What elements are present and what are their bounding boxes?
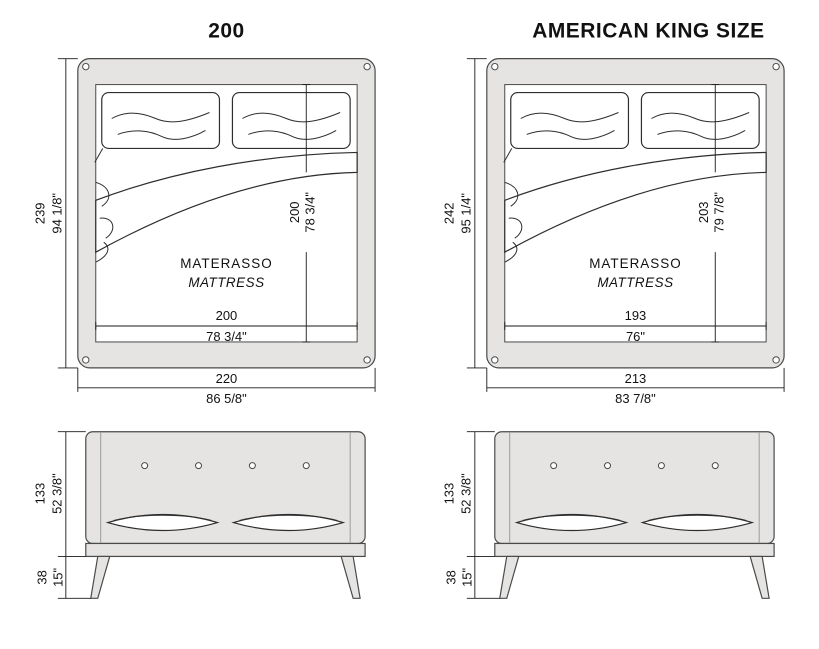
corner-fittings: [491, 62, 780, 364]
mattress-label-en: MATTRESS: [188, 275, 264, 290]
dimension-leg-height: 38 15": [34, 567, 65, 586]
dim-outer-height-in: 95 1/4": [458, 193, 473, 234]
dimension-mattress-length: 203 79 7/8": [696, 84, 727, 343]
dimension-mattress-length: 200 78 3/4": [287, 84, 318, 343]
headboard-side-seams: [509, 432, 760, 543]
mattress-label-it: MATERASSO: [589, 256, 681, 271]
pillow-right: [640, 91, 760, 150]
dim-mattress-width-in: 78 3/4": [206, 329, 247, 344]
base-rail: [494, 542, 775, 558]
dim-outer-width-in: 86 5/8": [206, 391, 247, 406]
pillow-left: [101, 91, 221, 150]
dimension-outer-width: 220 86 5/8": [77, 367, 376, 406]
dim-mattress-width-cm: 200: [216, 308, 238, 323]
top-view: MATERASSO MATTRESS 200 78 3/4" 200 78 3/…: [32, 58, 376, 406]
dim-outer-height-in: 94 1/8": [49, 193, 64, 234]
leg-left: [90, 555, 111, 599]
leg-left: [499, 555, 520, 599]
front-pillow-left: [105, 514, 220, 532]
top-view: MATERASSO MATTRESS 203 79 7/8" 193 76" 2…: [441, 58, 785, 406]
dim-mattress-length-cm: 203: [696, 201, 711, 223]
front-view: 133 52 3/8" 38 15": [441, 431, 775, 599]
front-view: 133 52 3/8" 38 15": [32, 431, 366, 599]
bed-title: AMERICAN KING SIZE: [532, 20, 764, 43]
headboard-buttons: [141, 462, 310, 470]
dim-mattress-length-cm: 200: [287, 201, 302, 223]
dim-mattress-length-in: 78 3/4": [303, 192, 318, 233]
dim-mattress-length-in: 79 7/8": [712, 192, 727, 233]
bed-title: 200: [208, 20, 244, 43]
folded-sheet: [503, 148, 767, 263]
dimension-outer-height: 239 94 1/8": [32, 58, 78, 369]
headboard-side-seams: [100, 432, 351, 543]
folded-sheet: [94, 148, 358, 263]
dim-outer-height-cm: 239: [32, 202, 47, 224]
bed-diagram-american-king-size: AMERICAN KING SIZE: [441, 20, 785, 599]
dimension-leg-height: 38 15": [443, 567, 474, 586]
dim-leg-height-in: 15": [50, 567, 65, 586]
dim-leg-height-in: 15": [459, 567, 474, 586]
dim-front-height-in: 52 3/8": [458, 473, 473, 514]
mattress-label-it: MATERASSO: [180, 256, 272, 271]
leg-right: [340, 555, 361, 599]
dim-outer-width-in: 83 7/8": [615, 391, 656, 406]
dim-front-height-in: 52 3/8": [49, 473, 64, 514]
dim-front-height-cm: 133: [32, 483, 47, 505]
front-pillow-right: [231, 514, 346, 532]
front-pillow-right: [640, 514, 755, 532]
pillow-right: [231, 91, 351, 150]
dim-mattress-width-in: 76": [626, 329, 645, 344]
headboard-buttons: [550, 462, 719, 470]
mattress-label-en: MATTRESS: [597, 275, 673, 290]
dimension-outer-height: 242 95 1/4": [441, 58, 487, 369]
front-pillow-left: [514, 514, 629, 532]
base-rail: [85, 542, 366, 558]
dim-leg-height-cm: 38: [34, 570, 49, 584]
dim-front-height-cm: 133: [441, 483, 456, 505]
leg-right: [749, 555, 770, 599]
dimension-mattress-width: 193 76": [504, 308, 767, 344]
dimension-front-height: 133 52 3/8": [441, 431, 500, 599]
dimension-mattress-width: 200 78 3/4": [95, 308, 358, 344]
dim-outer-width-cm: 220: [216, 371, 238, 386]
corner-fittings: [82, 62, 371, 364]
bed-diagram-200: 200: [32, 20, 376, 599]
dim-leg-height-cm: 38: [443, 570, 458, 584]
dimension-front-height: 133 52 3/8": [32, 431, 91, 599]
dim-outer-height-cm: 242: [441, 202, 456, 224]
dim-mattress-width-cm: 193: [625, 308, 647, 323]
dimension-outer-width: 213 83 7/8": [486, 367, 785, 406]
pillow-left: [510, 91, 630, 150]
dim-outer-width-cm: 213: [625, 371, 647, 386]
